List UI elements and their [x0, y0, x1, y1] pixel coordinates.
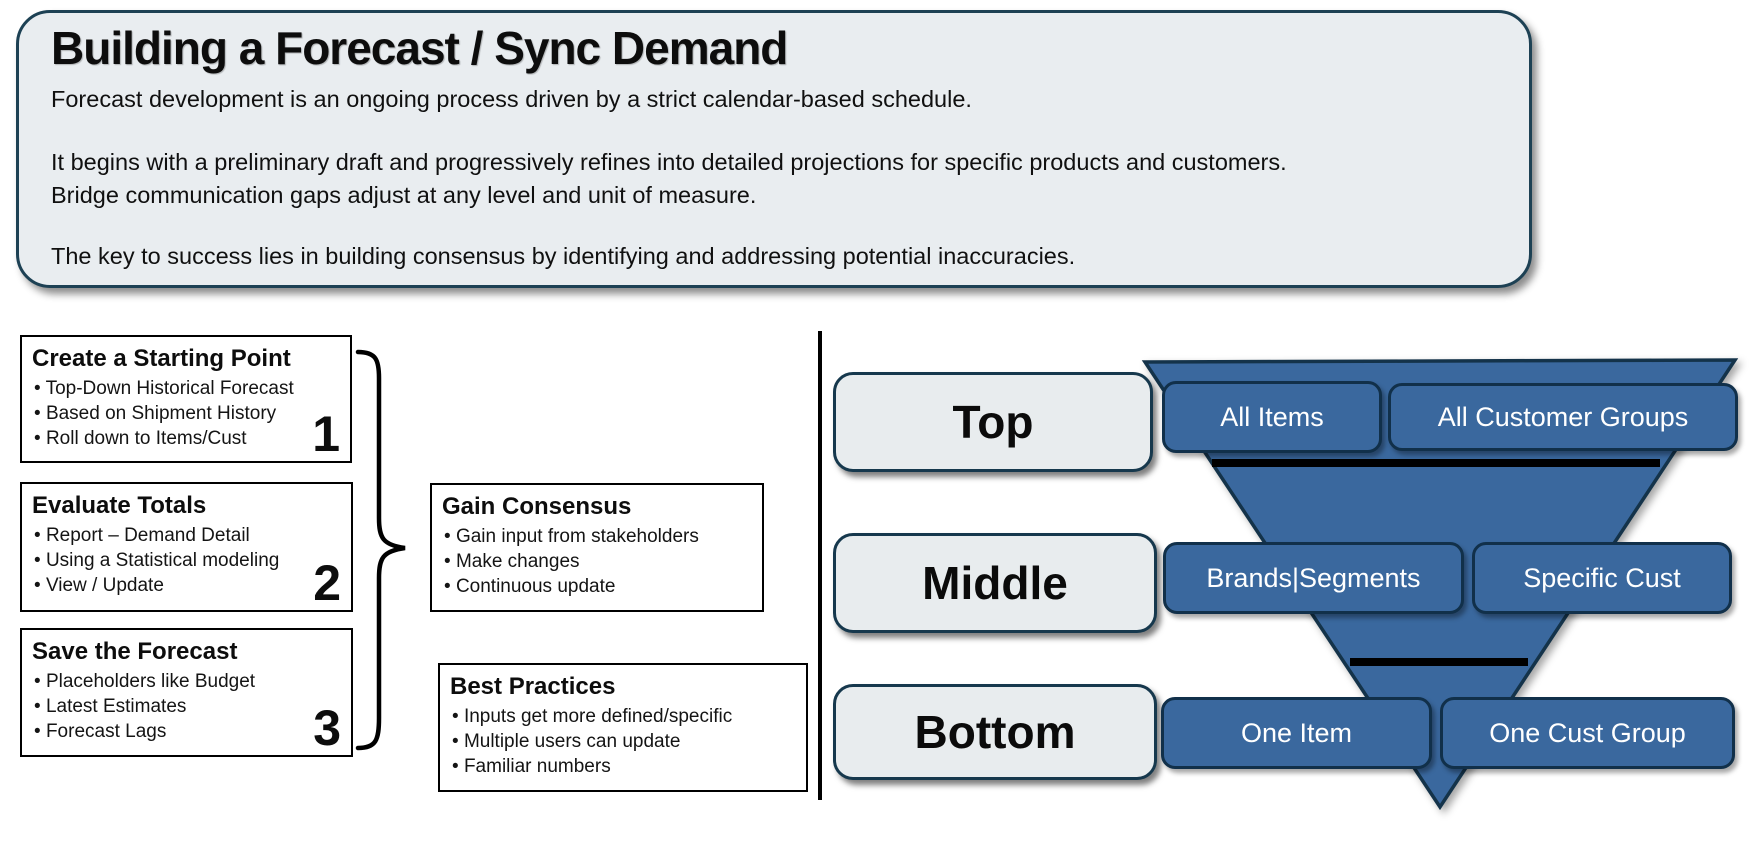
scope-box-all-customer-groups: All Customer Groups [1388, 383, 1738, 451]
best-practices-bullet-list: Inputs get more defined/specific Multipl… [452, 704, 806, 779]
intro-paragraph-2b: Bridge communication gaps adjust at any … [51, 182, 757, 208]
bullet-item: View / Update [34, 573, 351, 598]
gain-consensus-bullet-list: Gain input from stakeholders Make change… [444, 524, 762, 599]
step-number: 3 [313, 700, 341, 756]
scope-box-specific-cust: Specific Cust [1472, 542, 1732, 614]
brace-icon [355, 349, 406, 751]
step-box-evaluate-totals: Evaluate Totals Report – Demand Detail U… [20, 482, 353, 612]
bullet-item: Make changes [444, 549, 762, 574]
bullet-item: Multiple users can update [452, 729, 806, 754]
scope-box-brands-segments: Brands|Segments [1163, 542, 1464, 614]
bullet-item: Latest Estimates [34, 694, 351, 719]
step-title: Create a Starting Point [32, 345, 291, 372]
page-title: Building a Forecast / Sync Demand [51, 22, 788, 74]
scope-box-all-items: All Items [1162, 381, 1382, 453]
bullet-item: Placeholders like Budget [34, 669, 351, 694]
best-practices-title: Best Practices [450, 673, 616, 700]
level-label-middle: Middle [833, 533, 1157, 633]
bullet-item: Roll down to Items/Cust [34, 426, 350, 451]
bullet-item: Familiar numbers [452, 754, 806, 779]
step-box-create-starting-point: Create a Starting Point Top-Down Histori… [20, 335, 352, 463]
gain-consensus-title: Gain Consensus [442, 493, 632, 520]
bullet-item: Forecast Lags [34, 719, 351, 744]
bullet-item: Report – Demand Detail [34, 523, 351, 548]
step-number: 2 [313, 555, 341, 611]
step-box-save-forecast: Save the Forecast Placeholders like Budg… [20, 628, 353, 757]
intro-paragraph-2a: It begins with a preliminary draft and p… [51, 149, 1287, 175]
bullet-item: Top-Down Historical Forecast [34, 376, 350, 401]
title-panel: Building a Forecast / Sync Demand Foreca… [16, 10, 1532, 288]
level-label-top: Top [833, 372, 1153, 472]
step-title: Evaluate Totals [32, 492, 207, 519]
scope-box-one-item: One Item [1161, 697, 1432, 769]
intro-paragraph-3: The key to success lies in building cons… [51, 243, 1076, 269]
intro-paragraph-1: Forecast development is an ongoing proce… [51, 86, 972, 112]
step-bullet-list: Report – Demand Detail Using a Statistic… [34, 523, 351, 598]
step-title: Save the Forecast [32, 638, 238, 665]
bullet-item: Continuous update [444, 574, 762, 599]
step-bullet-list: Placeholders like Budget Latest Estimate… [34, 669, 351, 744]
level-label-bottom: Bottom [833, 684, 1157, 780]
vertical-divider [818, 331, 822, 800]
gain-consensus-box: Gain Consensus Gain input from stakehold… [430, 483, 764, 612]
scope-box-one-cust-group: One Cust Group [1440, 697, 1735, 769]
step-number: 1 [312, 406, 340, 462]
bullet-item: Using a Statistical modeling [34, 548, 351, 573]
bullet-item: Inputs get more defined/specific [452, 704, 806, 729]
bullet-item: Based on Shipment History [34, 401, 350, 426]
step-bullet-list: Top-Down Historical Forecast Based on Sh… [34, 376, 350, 451]
best-practices-box: Best Practices Inputs get more defined/s… [438, 663, 808, 792]
bullet-item: Gain input from stakeholders [444, 524, 762, 549]
